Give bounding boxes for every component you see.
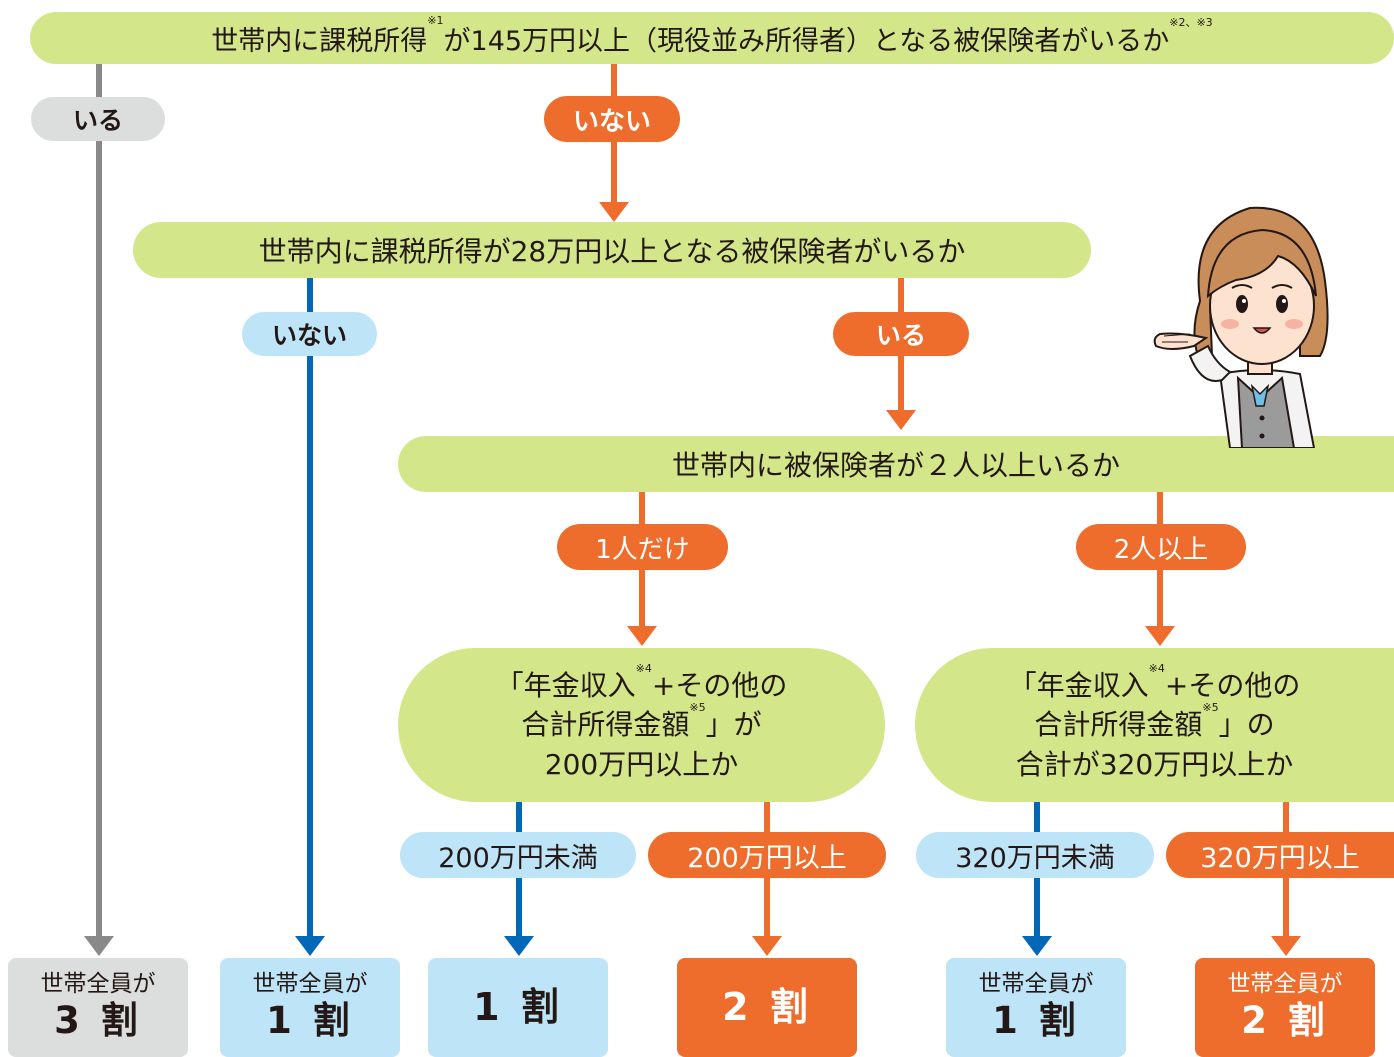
question-income-200: 「年金収入※4+その他の 合計所得金額※5」が 200万円以上か <box>398 648 885 802</box>
result-4-ratio: 2 割 <box>722 984 812 1029</box>
q4a-line3: 200万円以上か <box>544 747 739 781</box>
arrow-q2-no <box>295 936 325 956</box>
q4b-line2: 合計所得金額※5」の <box>1034 701 1275 742</box>
question-taxable-income-28: 世帯内に課税所得が28万円以上となる被保険者がいるか <box>133 222 1091 278</box>
q4b-line1: 「年金収入※4+その他の <box>1008 662 1301 703</box>
q4b-line3: 合計が320万円以上か <box>1015 747 1294 781</box>
q2-text: 世帯内に課税所得が28万円以上となる被保険者がいるか <box>258 235 966 268</box>
result-3-ratio: 1 割 <box>473 984 563 1029</box>
result-2-wari: 2 割 <box>677 958 857 1057</box>
result-1-top: 世帯全員が <box>40 970 156 997</box>
arrow-q2-yes <box>886 410 916 430</box>
arrow-320-under <box>1022 936 1052 956</box>
line-q2-no <box>307 276 313 942</box>
arrow-200-under <box>504 936 534 956</box>
result-1-ratio: 3 割 <box>54 999 142 1043</box>
guide-staff-illustration <box>1153 206 1329 448</box>
arrow-320-over <box>1271 936 1301 956</box>
result-all-1-wari-a: 世帯全員が 1 割 <box>220 958 400 1057</box>
line-q1-yes <box>96 62 102 942</box>
result-all-1-wari-b: 世帯全員が 1 割 <box>946 958 1126 1057</box>
question-income-320: 「年金収入※4+その他の 合計所得金額※5」の 合計が320万円以上か <box>915 648 1394 802</box>
arrow-q1-no <box>599 202 629 222</box>
arrow-200-over <box>752 936 782 956</box>
branch-under-200: 200万円未満 <box>400 832 636 878</box>
q4a-line2: 合計所得金額※5」が <box>521 701 762 742</box>
branch-under-320: 320万円未満 <box>916 832 1154 878</box>
q4a-line1: 「年金収入※4+その他の <box>495 662 788 703</box>
branch-over-320: 320万円以上 <box>1166 832 1394 878</box>
branch-only-one: 1人だけ <box>557 524 728 570</box>
branch-over-200: 200万円以上 <box>648 832 886 878</box>
question-two-or-more-insured: 世帯内に被保険者が２人以上いるか <box>398 436 1394 492</box>
result-all-2-wari: 世帯全員が 2 割 <box>1195 958 1375 1057</box>
result-all-3-wari: 世帯全員が 3 割 <box>8 958 188 1057</box>
q3-text: 世帯内に被保険者が２人以上いるか <box>671 449 1120 482</box>
result-6-ratio: 2 割 <box>1241 999 1329 1043</box>
arrow-q1-yes <box>84 936 114 956</box>
question-taxable-income-145: 世帯内に課税所得※1が145万円以上（現役並み所得者）となる被保険者がいるか※2… <box>30 12 1394 64</box>
result-5-top: 世帯全員が <box>978 970 1094 997</box>
q1-text: 世帯内に課税所得※1が145万円以上（現役並み所得者）となる被保険者がいるか※2… <box>211 13 1213 57</box>
branch-q1-no: いない <box>544 96 680 142</box>
arrow-q3-one <box>627 626 657 646</box>
branch-q1-yes: いる <box>31 97 165 141</box>
result-2-ratio: 1 割 <box>266 999 354 1043</box>
branch-q2-yes: いる <box>833 312 969 356</box>
branch-q2-no: いない <box>242 312 377 356</box>
result-5-ratio: 1 割 <box>992 999 1080 1043</box>
result-1-wari: 1 割 <box>428 958 608 1057</box>
result-6-top: 世帯全員が <box>1227 970 1343 997</box>
result-2-top: 世帯全員が <box>252 970 368 997</box>
arrow-q3-two <box>1145 626 1175 646</box>
branch-two-or-more: 2人以上 <box>1076 524 1246 570</box>
